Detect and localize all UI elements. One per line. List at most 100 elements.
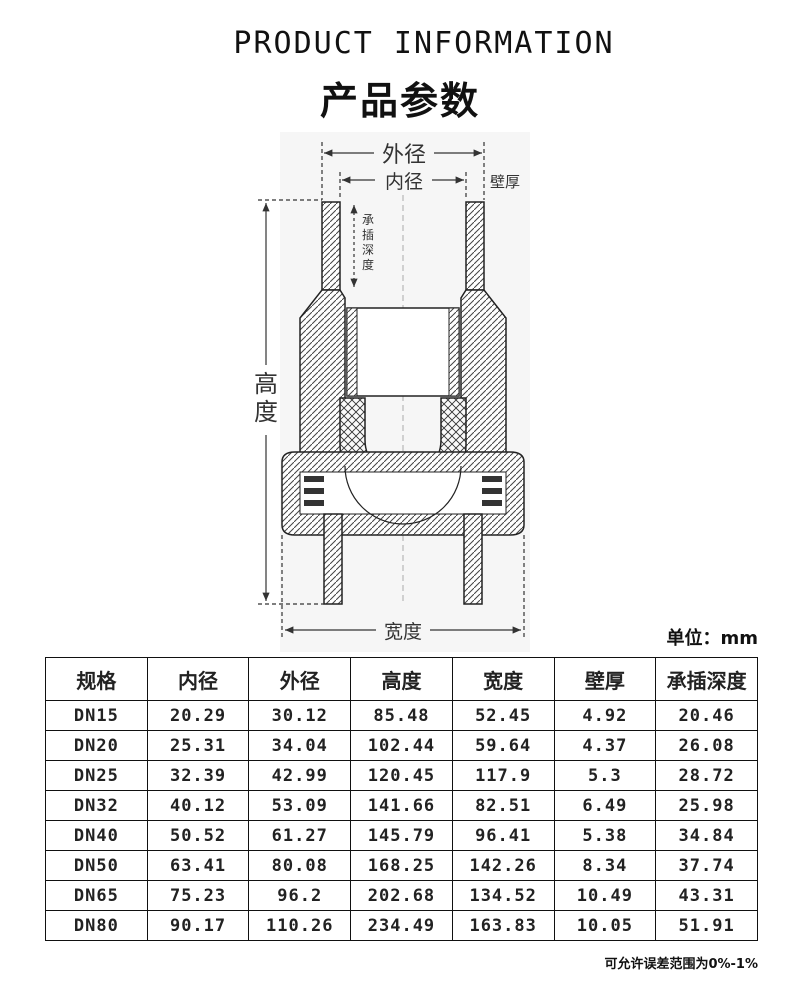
ball-seat [344,465,462,525]
cell-socket-depth: 26.08 [655,730,758,761]
label-socket-depth-1: 承 [362,213,374,227]
dimension-inner-diameter [339,172,467,200]
table-row: DN50 63.41 80.08 168.25 142.26 8.34 37.7… [45,850,758,881]
cell-inner-diameter: 50.52 [146,820,250,851]
cell-spec: DN80 [45,910,148,941]
check-valve-diagram: 外径 内径 壁厚 承 插 深 度 高 度 宽度 [254,142,525,643]
cell-socket-depth: 43.31 [655,880,758,911]
cell-inner-diameter: 32.39 [146,760,250,791]
cell-spec: DN20 [45,730,148,761]
tolerance-note: 可允许误差范围为0%-1% [604,957,758,972]
label-inner-diameter: 内径 [385,171,423,193]
cell-wall-thickness: 6.49 [553,790,657,821]
label-height-2: 度 [254,398,278,426]
body-wall-left [299,289,346,456]
table-row: DN32 40.12 53.09 141.66 82.51 6.49 25.98 [45,790,758,821]
cell-outer-diameter: 96.2 [248,880,352,911]
cell-width: 52.45 [451,700,555,731]
cell-wall-thickness: 4.92 [553,700,657,731]
header-socket-depth: 承插深度 [655,657,758,701]
cell-width: 82.51 [451,790,555,821]
inner-cage-left [346,307,358,397]
upper-socket-wall-right [465,201,485,291]
cell-height: 234.49 [350,910,453,941]
cell-width: 96.41 [451,820,555,851]
cell-width: 134.52 [451,880,555,911]
cell-socket-depth: 28.72 [655,760,758,791]
cell-height: 145.79 [350,820,453,851]
cell-outer-diameter: 30.12 [248,700,352,731]
cell-outer-diameter: 80.08 [248,850,352,881]
cell-wall-thickness: 5.3 [553,760,657,791]
header-inner-diameter: 内径 [146,657,250,701]
cell-outer-diameter: 61.27 [248,820,352,851]
cell-socket-depth: 34.84 [655,820,758,851]
cell-spec: DN25 [45,760,148,791]
cell-width: 117.9 [451,760,555,791]
cell-inner-diameter: 40.12 [146,790,250,821]
cell-outer-diameter: 110.26 [248,910,352,941]
dimension-outer-diameter [321,142,485,200]
cell-width: 142.26 [451,850,555,881]
cell-height: 85.48 [350,700,453,731]
cell-height: 141.66 [350,790,453,821]
table-row: DN80 90.17 110.26 234.49 163.83 10.05 51… [45,910,758,941]
label-socket-depth-4: 度 [362,257,374,272]
label-socket-depth-3: 深 [362,243,374,257]
dimension-width [281,535,525,640]
header-outer-diameter: 外径 [248,657,352,701]
header-height: 高度 [350,657,453,701]
upper-socket-wall-left [321,201,341,291]
cell-wall-thickness: 8.34 [553,850,657,881]
cell-height: 120.45 [350,760,453,791]
cell-height: 202.68 [350,880,453,911]
header-spec: 规格 [45,657,148,701]
inner-cage-right [448,307,460,397]
cell-inner-diameter: 63.41 [146,850,250,881]
union-threads [304,476,502,506]
cell-outer-diameter: 42.99 [248,760,352,791]
inner-cage [346,307,460,397]
title-english: PRODUCT INFORMATION [233,26,615,61]
label-width: 宽度 [384,621,422,643]
cell-inner-diameter: 25.31 [146,730,250,761]
table-row: DN40 50.52 61.27 145.79 96.41 5.38 34.84 [45,820,758,851]
cell-wall-thickness: 5.38 [553,820,657,851]
cell-socket-depth: 37.74 [655,850,758,881]
cell-wall-thickness: 4.37 [553,730,657,761]
cell-wall-thickness: 10.05 [553,910,657,941]
cell-outer-diameter: 53.09 [248,790,352,821]
cell-inner-diameter: 20.29 [146,700,250,731]
body-wall-right [460,289,507,456]
cell-width: 163.83 [451,910,555,941]
unit-label: 单位：mm [666,628,758,649]
header-wall-thickness: 壁厚 [553,657,657,701]
label-height-1: 高 [254,370,278,398]
cell-spec: DN65 [45,880,148,911]
cell-width: 59.64 [451,730,555,761]
union-nut-inner [299,471,507,515]
dimension-height [258,199,324,605]
cell-outer-diameter: 34.04 [248,730,352,761]
cell-spec: DN40 [45,820,148,851]
header-width: 宽度 [451,657,555,701]
table-row: DN15 20.29 30.12 85.48 52.45 4.92 20.46 [45,700,758,731]
lower-socket-wall-right [463,513,483,605]
cell-height: 168.25 [350,850,453,881]
spec-table: 规格 内径 外径 高度 宽度 壁厚 承插深度 DN15 20.29 30.12 … [45,657,758,941]
label-outer-diameter: 外径 [382,143,426,168]
label-socket-depth-2: 插 [362,228,374,242]
cell-inner-diameter: 90.17 [146,910,250,941]
table-header-row: 规格 内径 外径 高度 宽度 壁厚 承插深度 [45,657,758,701]
lower-socket-wall-left [323,513,343,605]
label-wall-thickness: 壁厚 [490,173,520,191]
cell-spec: DN15 [45,700,148,731]
cell-socket-depth: 25.98 [655,790,758,821]
cell-spec: DN32 [45,790,148,821]
cell-socket-depth: 20.46 [655,700,758,731]
cell-height: 102.44 [350,730,453,761]
cell-wall-thickness: 10.49 [553,880,657,911]
cell-socket-depth: 51.91 [655,910,758,941]
table-row: DN25 32.39 42.99 120.45 117.9 5.3 28.72 [45,760,758,791]
cell-inner-diameter: 75.23 [146,880,250,911]
